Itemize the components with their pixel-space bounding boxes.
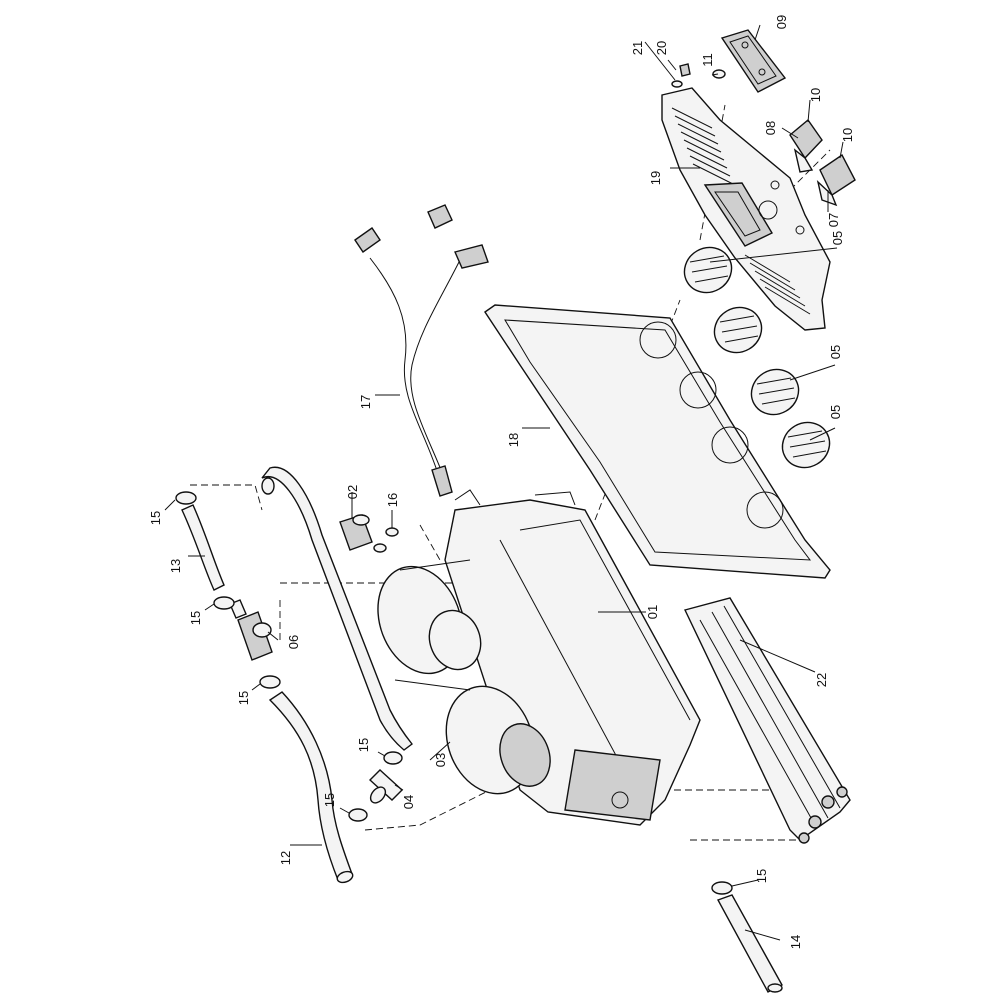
part-17-wire-harness: [354, 204, 489, 497]
callout-15f: 15: [754, 869, 769, 883]
callout-11: 11: [700, 53, 715, 67]
part-06-valve: [229, 599, 273, 661]
part-22-heat-exchanger: [684, 597, 851, 844]
callout-13: 13: [168, 559, 183, 573]
callout-09: 09: [774, 15, 789, 29]
callout-14: 14: [788, 935, 803, 949]
part-19-control-panel: [661, 87, 831, 331]
callout-21: 21: [630, 41, 645, 55]
callout-15a: 15: [148, 511, 163, 525]
bypass-tube: [261, 466, 413, 751]
callout-17: 17: [358, 395, 373, 409]
callout-18: 18: [506, 433, 521, 447]
callout-05c: 05: [830, 231, 845, 245]
callout-05a: 05: [828, 405, 843, 419]
part-15-hose-clamps: [175, 491, 733, 895]
callout-01: 01: [645, 605, 660, 619]
callout-22: 22: [814, 673, 829, 687]
callout-10b: 10: [840, 128, 855, 142]
callout-12: 12: [278, 851, 293, 865]
part-04-coupler: [368, 769, 404, 804]
callout-05b: 05: [828, 345, 843, 359]
callout-15b: 15: [188, 611, 203, 625]
part-07-switch: [816, 153, 856, 207]
callout-15e: 15: [322, 793, 337, 807]
part-13-hose: [181, 504, 225, 591]
part-09-switch-cover: [720, 29, 787, 93]
part-14-tube: [716, 894, 783, 993]
callout-03: 03: [433, 753, 448, 767]
callout-10a: 10: [808, 88, 823, 102]
callout-20: 20: [654, 41, 669, 55]
callout-08: 08: [763, 121, 778, 135]
part-05-air-vents: [683, 246, 831, 469]
callout-02: 02: [345, 485, 360, 499]
callout-07: 07: [826, 213, 841, 227]
callout-16: 16: [385, 493, 400, 507]
callout-15d: 15: [356, 738, 371, 752]
part-08-switch: [789, 118, 823, 173]
callout-19: 19: [648, 171, 663, 185]
callout-04: 04: [401, 795, 416, 809]
leader-lines: [164, 24, 844, 941]
callout-labels: 01 02 03 04 05 05 05 06 07 08 09 10 10 1…: [148, 15, 855, 949]
part-20-21-11-fasteners: [671, 63, 726, 88]
callout-15c: 15: [236, 691, 251, 705]
callout-06: 06: [286, 635, 301, 649]
part-12-hose: [268, 691, 354, 884]
part-18-front-frame: [484, 304, 831, 579]
part-03-blower: [377, 559, 551, 795]
part-16-o-rings: [373, 527, 399, 553]
part-02-connector: [339, 514, 373, 551]
